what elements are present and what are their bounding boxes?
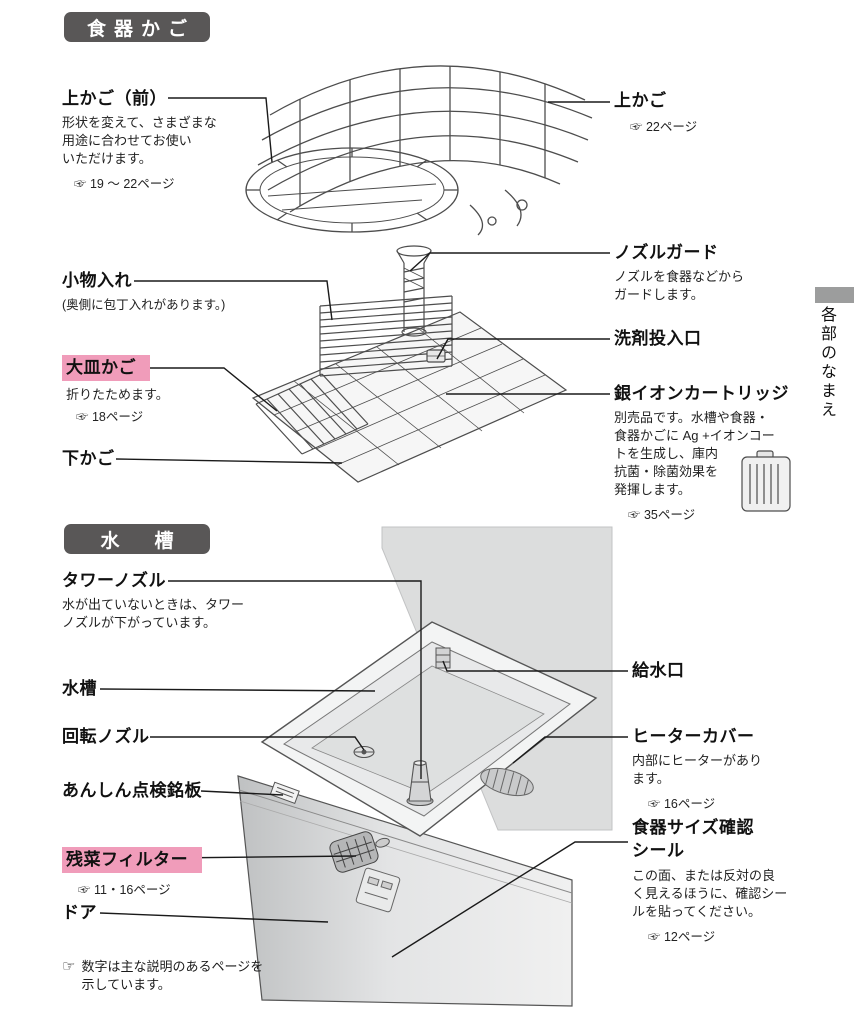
tub-drawing bbox=[237, 526, 613, 1007]
pointing-hand-icon: ☞ bbox=[62, 958, 76, 975]
part-title-highlighted: 大皿かご bbox=[62, 355, 150, 381]
leader-line bbox=[168, 97, 273, 163]
side-tab-marker bbox=[815, 287, 854, 303]
leader-line bbox=[99, 688, 376, 692]
part-title: 小物入れ bbox=[62, 271, 132, 290]
label-detergent-inlet: 洗剤投入口 bbox=[614, 328, 702, 349]
part-desc: 形状を変えて、さまざまな 用途に合わせてお使い いただけます。 bbox=[62, 115, 217, 166]
part-title: 回転ノズル bbox=[62, 727, 150, 746]
label-heater-cover: ヒーターカバー 内部にヒーターがあり ます。 ☞ 16ページ bbox=[632, 726, 762, 812]
leader-line bbox=[512, 736, 628, 764]
part-desc: 別売品です。水槽や食器・ 食器かごに Ag +イオンコー トを生成し、庫内 bbox=[614, 410, 775, 461]
label-size-seal: 食器サイズ確認 シール この面、または反対の良 く見えるほうに、確認シー ルを貼… bbox=[632, 816, 787, 945]
label-small-items: 小物入れ (奥側に包丁入れがあります。) bbox=[62, 270, 225, 314]
leader-line bbox=[168, 580, 422, 779]
section-badge-tub: 水 槽 bbox=[64, 524, 210, 554]
label-inspection-plate: あんしん点検銘板 bbox=[62, 780, 202, 801]
part-title: 水槽 bbox=[62, 679, 97, 698]
upper-basket-drawing bbox=[245, 65, 593, 236]
leader-lines bbox=[99, 97, 628, 958]
door-drawing bbox=[237, 775, 573, 1007]
part-title: ドア bbox=[62, 903, 97, 922]
part-desc: 水が出ていないときは、タワー ノズルが下がっています。 bbox=[62, 597, 245, 630]
part-title: 上かご bbox=[614, 91, 667, 110]
label-water-inlet: 給水口 bbox=[632, 660, 685, 681]
leader-line bbox=[436, 338, 610, 360]
water-inlet-drawing bbox=[435, 647, 451, 669]
leader-line bbox=[442, 660, 628, 672]
page-ref: ☞ 12ページ bbox=[648, 930, 716, 944]
inspection-plate-drawing bbox=[269, 781, 300, 805]
label-tower-nozzle: タワーノズル 水が出ていないときは、タワー ノズルが下がっています。 bbox=[62, 570, 244, 632]
part-title: 給水口 bbox=[632, 661, 685, 680]
label-large-plate-basket: 大皿かご 折りたためます。 ☞ 18ページ bbox=[62, 355, 169, 425]
part-title: 洗剤投入口 bbox=[614, 329, 702, 348]
part-title: 上かご（前） bbox=[62, 89, 167, 108]
part-desc: 折りたためます。 bbox=[66, 387, 169, 402]
page-ref: ☞ 11・16ページ bbox=[78, 883, 171, 897]
footnote-text: 数字は主な説明のあるページを 示しています。 bbox=[81, 959, 264, 992]
leader-line bbox=[150, 736, 365, 751]
label-tub: 水槽 bbox=[62, 678, 97, 699]
label-residue-filter: 残菜フィルター ☞ 11・16ページ bbox=[62, 847, 203, 898]
lower-basket-assembly-drawing bbox=[251, 245, 568, 483]
large-plate-rack-drawing bbox=[255, 373, 369, 455]
leader-line bbox=[200, 790, 284, 796]
heater-cover-drawing bbox=[480, 767, 534, 797]
label-lower-basket: 下かご bbox=[62, 448, 115, 469]
page-ref: ☞ 35ページ bbox=[628, 508, 696, 522]
label-silver-ion-cartridge: 銀イオンカートリッジ 別売品です。水槽や食器・ 食器かごに Ag +イオンコー … bbox=[614, 383, 789, 523]
page-ref: ☞ 18ページ bbox=[76, 410, 144, 424]
nozzle-guard-drawing bbox=[396, 245, 432, 337]
filter-drawing bbox=[329, 831, 390, 873]
part-title: 下かご bbox=[62, 449, 115, 468]
leader-line bbox=[391, 841, 628, 958]
part-desc: この面、または反対の良 く見えるほうに、確認シー ルを貼ってください。 bbox=[632, 868, 788, 919]
leader-line bbox=[115, 458, 343, 464]
label-nozzle-guard: ノズルガード ノズルを食器などから ガードします。 bbox=[614, 242, 744, 304]
side-vertical-label: 各部のなまえ bbox=[818, 306, 835, 420]
tower-nozzle-drawing bbox=[406, 760, 434, 807]
part-title: ノズルガード bbox=[614, 243, 719, 262]
section-badge-basket: 食器かご bbox=[64, 12, 210, 42]
footnote: ☞ 数字は主な説明のあるページを 示しています。 bbox=[62, 958, 263, 994]
part-desc: (奥側に包丁入れがあります。) bbox=[62, 298, 226, 312]
leader-line bbox=[409, 252, 610, 272]
part-title: あんしん点検銘板 bbox=[62, 781, 202, 800]
label-rotary-nozzle: 回転ノズル bbox=[62, 726, 150, 747]
leader-line bbox=[146, 367, 278, 412]
label-upper-basket: 上かご ☞ 22ページ bbox=[614, 90, 697, 135]
silver-ion-cartridge-drawing bbox=[741, 450, 791, 512]
page-ref: ☞ 16ページ bbox=[648, 797, 716, 811]
door-control-panel-drawing bbox=[355, 867, 401, 913]
page-ref: ☞ 22ページ bbox=[630, 120, 698, 134]
rotary-nozzle-drawing bbox=[353, 745, 375, 759]
part-title: ヒーターカバー bbox=[632, 727, 755, 746]
leader-line bbox=[99, 912, 329, 923]
label-upper-basket-front: 上かご（前） 形状を変えて、さまざまな 用途に合わせてお使い いただけます。 ☞… bbox=[62, 88, 217, 192]
leader-line bbox=[134, 280, 333, 321]
label-door: ドア bbox=[62, 902, 97, 923]
part-desc: 抗菌・除菌効果を 発揮します。 bbox=[614, 464, 719, 497]
part-title: 食器サイズ確認 シール bbox=[632, 818, 754, 860]
part-title-highlighted: 残菜フィルター bbox=[62, 847, 203, 873]
part-title: 銀イオンカートリッジ bbox=[614, 384, 789, 403]
part-title: タワーノズル bbox=[62, 571, 166, 590]
part-desc: ノズルを食器などから ガードします。 bbox=[614, 269, 745, 302]
page-ref: ☞ 19 ～ 22ページ bbox=[74, 177, 175, 191]
part-desc: 内部にヒーターがあり ます。 bbox=[632, 753, 763, 786]
